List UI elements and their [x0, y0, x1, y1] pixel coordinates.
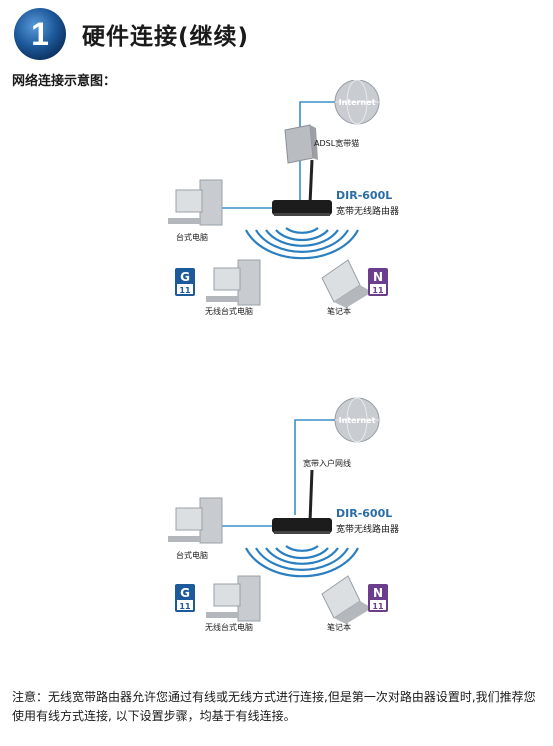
page-title: 硬件连接(继续) — [82, 24, 250, 50]
laptop-label: 笔记本 — [327, 307, 351, 316]
svg-text:G: G — [180, 586, 190, 600]
desktop-label: 台式电脑 — [176, 233, 208, 242]
modem-label: ADSL宽带猫 — [314, 139, 360, 148]
wireless-signal-icon — [245, 545, 359, 578]
router-label: 宽带无线路由器 — [336, 207, 400, 217]
internet-globe-icon: Internet — [334, 80, 380, 125]
wireless-g-badge-icon: G 11 — [175, 584, 195, 612]
wireless-g-badge-icon: G 11 — [175, 268, 195, 296]
diagram-graphics: Internet — [168, 397, 388, 624]
step-number-badge: 1 — [14, 8, 66, 60]
desktop-computer-icon — [168, 179, 223, 226]
broadband-cable-label: 宽带入户网线 — [303, 459, 351, 468]
wireless-n-badge-icon: N 11 — [368, 268, 388, 296]
desktop-computer-icon — [168, 497, 223, 544]
laptop-icon — [321, 259, 372, 308]
svg-text:11: 11 — [179, 286, 191, 295]
cable-internet-modem — [299, 101, 335, 135]
wireless-desktop-icon — [206, 575, 261, 622]
router-model: DIR-600L — [336, 189, 393, 202]
svg-text:G: G — [180, 270, 190, 284]
step-number: 1 — [31, 16, 49, 52]
diagram-subtitle: 网络连接示意图： — [12, 74, 117, 89]
page-header: 1 硬件连接(继续) — [12, 6, 249, 62]
svg-text:N: N — [373, 586, 383, 600]
router-label: 宽带无线路由器 — [336, 525, 400, 535]
svg-text:N: N — [373, 270, 383, 284]
desktop-label: 台式电脑 — [176, 551, 208, 560]
network-diagram-broadband: Internet — [0, 390, 553, 640]
adsl-modem-icon — [284, 124, 318, 164]
router-icon — [272, 159, 332, 216]
router-icon — [272, 469, 332, 534]
network-diagram-adsl: Internet — [0, 80, 553, 330]
svg-text:11: 11 — [372, 602, 384, 611]
router-model: DIR-600L — [336, 507, 393, 520]
wireless-n-badge-icon: N 11 — [368, 584, 388, 612]
internet-globe-icon: Internet — [334, 397, 380, 443]
svg-text:Internet: Internet — [339, 416, 376, 425]
cable-internet-router — [294, 419, 335, 515]
wireless-signal-icon — [245, 227, 359, 260]
diagram-graphics: Internet — [168, 80, 388, 308]
laptop-label: 笔记本 — [327, 623, 351, 632]
wireless-desktop-label: 无线台式电脑 — [205, 623, 253, 632]
svg-text:11: 11 — [179, 602, 191, 611]
svg-text:11: 11 — [372, 286, 384, 295]
setup-note: 注意：无线宽带路由器允许您通过有线或无线方式进行连接,但是第一次对路由器设置时,… — [12, 690, 536, 723]
svg-text:Internet: Internet — [339, 98, 376, 107]
wireless-desktop-label: 无线台式电脑 — [205, 307, 253, 316]
wireless-desktop-icon — [206, 259, 261, 306]
laptop-icon — [321, 575, 372, 624]
